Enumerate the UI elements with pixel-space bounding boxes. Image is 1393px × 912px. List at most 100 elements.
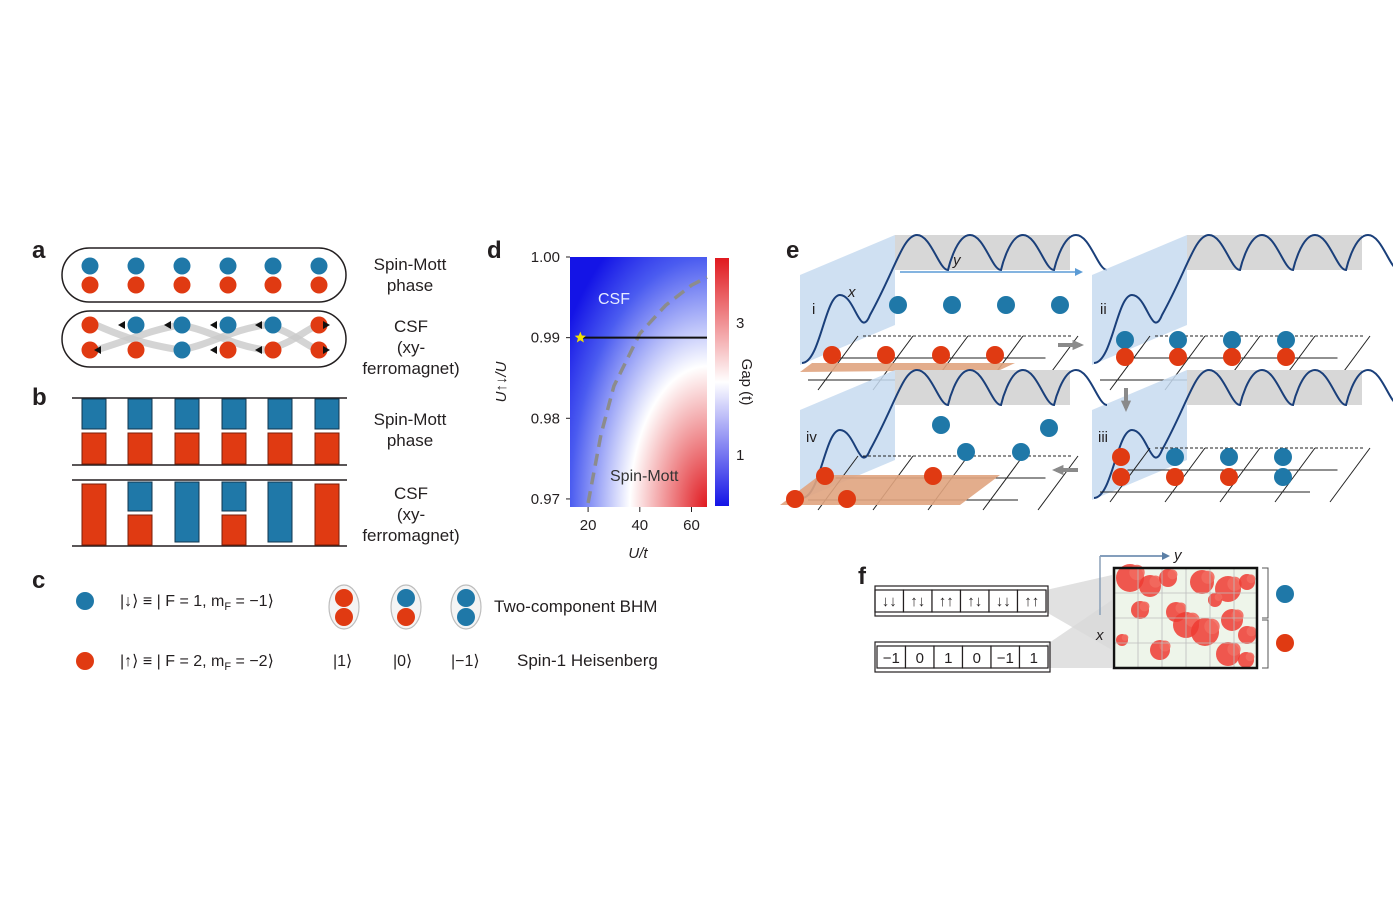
red-occupation-bar	[174, 432, 200, 465]
pair-cell	[1016, 589, 1047, 613]
red-atom	[127, 276, 145, 294]
panel-b-row2-label-l3: ferromagnet)	[362, 526, 460, 545]
red-atom	[81, 276, 99, 294]
down-state-tail: = −1⟩	[231, 593, 274, 610]
bracket-bottom	[1262, 619, 1269, 669]
spin-arrow	[210, 321, 217, 329]
snapshot-y-arrowhead	[1162, 552, 1170, 560]
ket-0-label: |0⟩	[393, 653, 413, 670]
pair-cell-label: ↑↓	[967, 593, 982, 610]
blue-atom	[957, 443, 975, 461]
legend-blue-atom	[76, 592, 94, 610]
blue-atom	[1051, 296, 1069, 314]
blue-atom	[889, 296, 907, 314]
x-tick-label: 60	[683, 517, 700, 534]
up-state-subscript: F	[224, 661, 232, 674]
y-axis-arrowhead	[1075, 268, 1083, 276]
red-atom	[1112, 468, 1130, 486]
blue-atom	[310, 257, 328, 275]
atom-density-cluster	[1231, 609, 1244, 622]
blue-atom	[997, 296, 1015, 314]
red-occupation-bar	[127, 432, 153, 465]
red-atom	[816, 467, 834, 485]
spin-cell-label: 0	[973, 650, 981, 667]
down-state-subscript: F	[224, 601, 232, 614]
panel-d-letter: d	[487, 237, 502, 264]
blue-atom	[127, 316, 145, 334]
red-atom	[877, 346, 895, 364]
red-atom	[310, 276, 328, 294]
pair-cell-label: ↑↑	[1024, 593, 1039, 610]
lattice-column-line	[1274, 447, 1316, 503]
red-atom	[264, 341, 282, 359]
blue-atom	[173, 341, 191, 359]
blue-atom	[932, 416, 950, 434]
blue-occupation-bar	[267, 398, 293, 430]
panel-a-spin-mott-label: Spin-Mott phase	[350, 254, 470, 296]
panel-a-csf-label: CSF (xy- ferromagnet)	[348, 316, 474, 379]
step-label-ii: ii	[1100, 301, 1107, 318]
spin-arrow	[164, 321, 171, 329]
atom-density-cluster	[1214, 593, 1223, 602]
red-occupation-bar	[221, 432, 247, 465]
red-atom	[838, 490, 856, 508]
colorbar-label: Gap (t)	[738, 359, 755, 406]
optical-lattice-potential-wave	[801, 233, 1108, 364]
red-atom	[310, 341, 328, 359]
panel-c-letter: c	[32, 567, 46, 594]
panel-b-row2-label-l2: (xy-	[396, 505, 426, 524]
red-atom	[397, 608, 415, 626]
blue-occupation-bar	[314, 398, 340, 430]
step-label-iii: iii	[1098, 429, 1108, 446]
spin-cell	[1018, 645, 1049, 669]
atom-density-cluster	[1121, 634, 1129, 641]
spin-arrow	[323, 346, 330, 354]
starting-point-star	[574, 331, 586, 343]
pair-cell-label: ↓↓	[882, 593, 897, 610]
red-atom	[127, 341, 145, 359]
atom-density-cluster	[1201, 570, 1215, 584]
panel-a-row2-label-l2: (xy-	[396, 338, 426, 357]
blue-atom	[219, 316, 237, 334]
x-tick-label: 20	[580, 517, 597, 534]
red-atom	[1223, 348, 1241, 366]
lattice-column-line	[1109, 447, 1151, 503]
spin-arrow	[323, 321, 330, 329]
spin-cell-label: −1	[883, 650, 900, 667]
red-atom	[335, 608, 353, 626]
red-atom	[924, 467, 942, 485]
step-label-iv: iv	[806, 429, 817, 446]
blue-atom	[1169, 331, 1187, 349]
colorbar	[715, 258, 729, 506]
spin-cell-label: −1	[997, 650, 1014, 667]
panel-b-spin-mott-label: Spin-Mott phase	[350, 409, 470, 451]
blue-atom	[457, 608, 475, 626]
optical-lattice-potential-wave	[1093, 233, 1393, 364]
optical-lattice-potential-wave	[1093, 368, 1393, 499]
snapshot-x-label: x	[1095, 627, 1104, 644]
blue-atom	[1166, 448, 1184, 466]
red-atom	[932, 346, 950, 364]
region-label-csf: CSF	[598, 291, 630, 308]
spin-cell-label: 1	[1030, 650, 1038, 667]
panel-b-row1-label-l1: Spin-Mott	[373, 410, 447, 429]
projection-wedge	[1046, 600, 1112, 668]
blue-atom	[457, 589, 475, 607]
x-tick-label: 40	[631, 517, 648, 534]
red-occupation-bar	[81, 432, 107, 465]
blue-atom	[81, 257, 99, 275]
atom-density-cluster	[1139, 601, 1150, 612]
red-occupation-bar	[314, 483, 340, 546]
species-blue-atom	[1276, 585, 1294, 603]
red-occupation-bar	[314, 432, 340, 465]
blue-atom	[397, 589, 415, 607]
atom-density-cluster	[1167, 569, 1178, 580]
pair-cell-label: ↑↑	[939, 593, 954, 610]
panel-f-letter: f	[858, 563, 866, 590]
y-tick-label: 0.97	[531, 491, 560, 508]
spin-strip-frame	[874, 641, 1051, 673]
snapshot-frame	[1112, 566, 1259, 670]
